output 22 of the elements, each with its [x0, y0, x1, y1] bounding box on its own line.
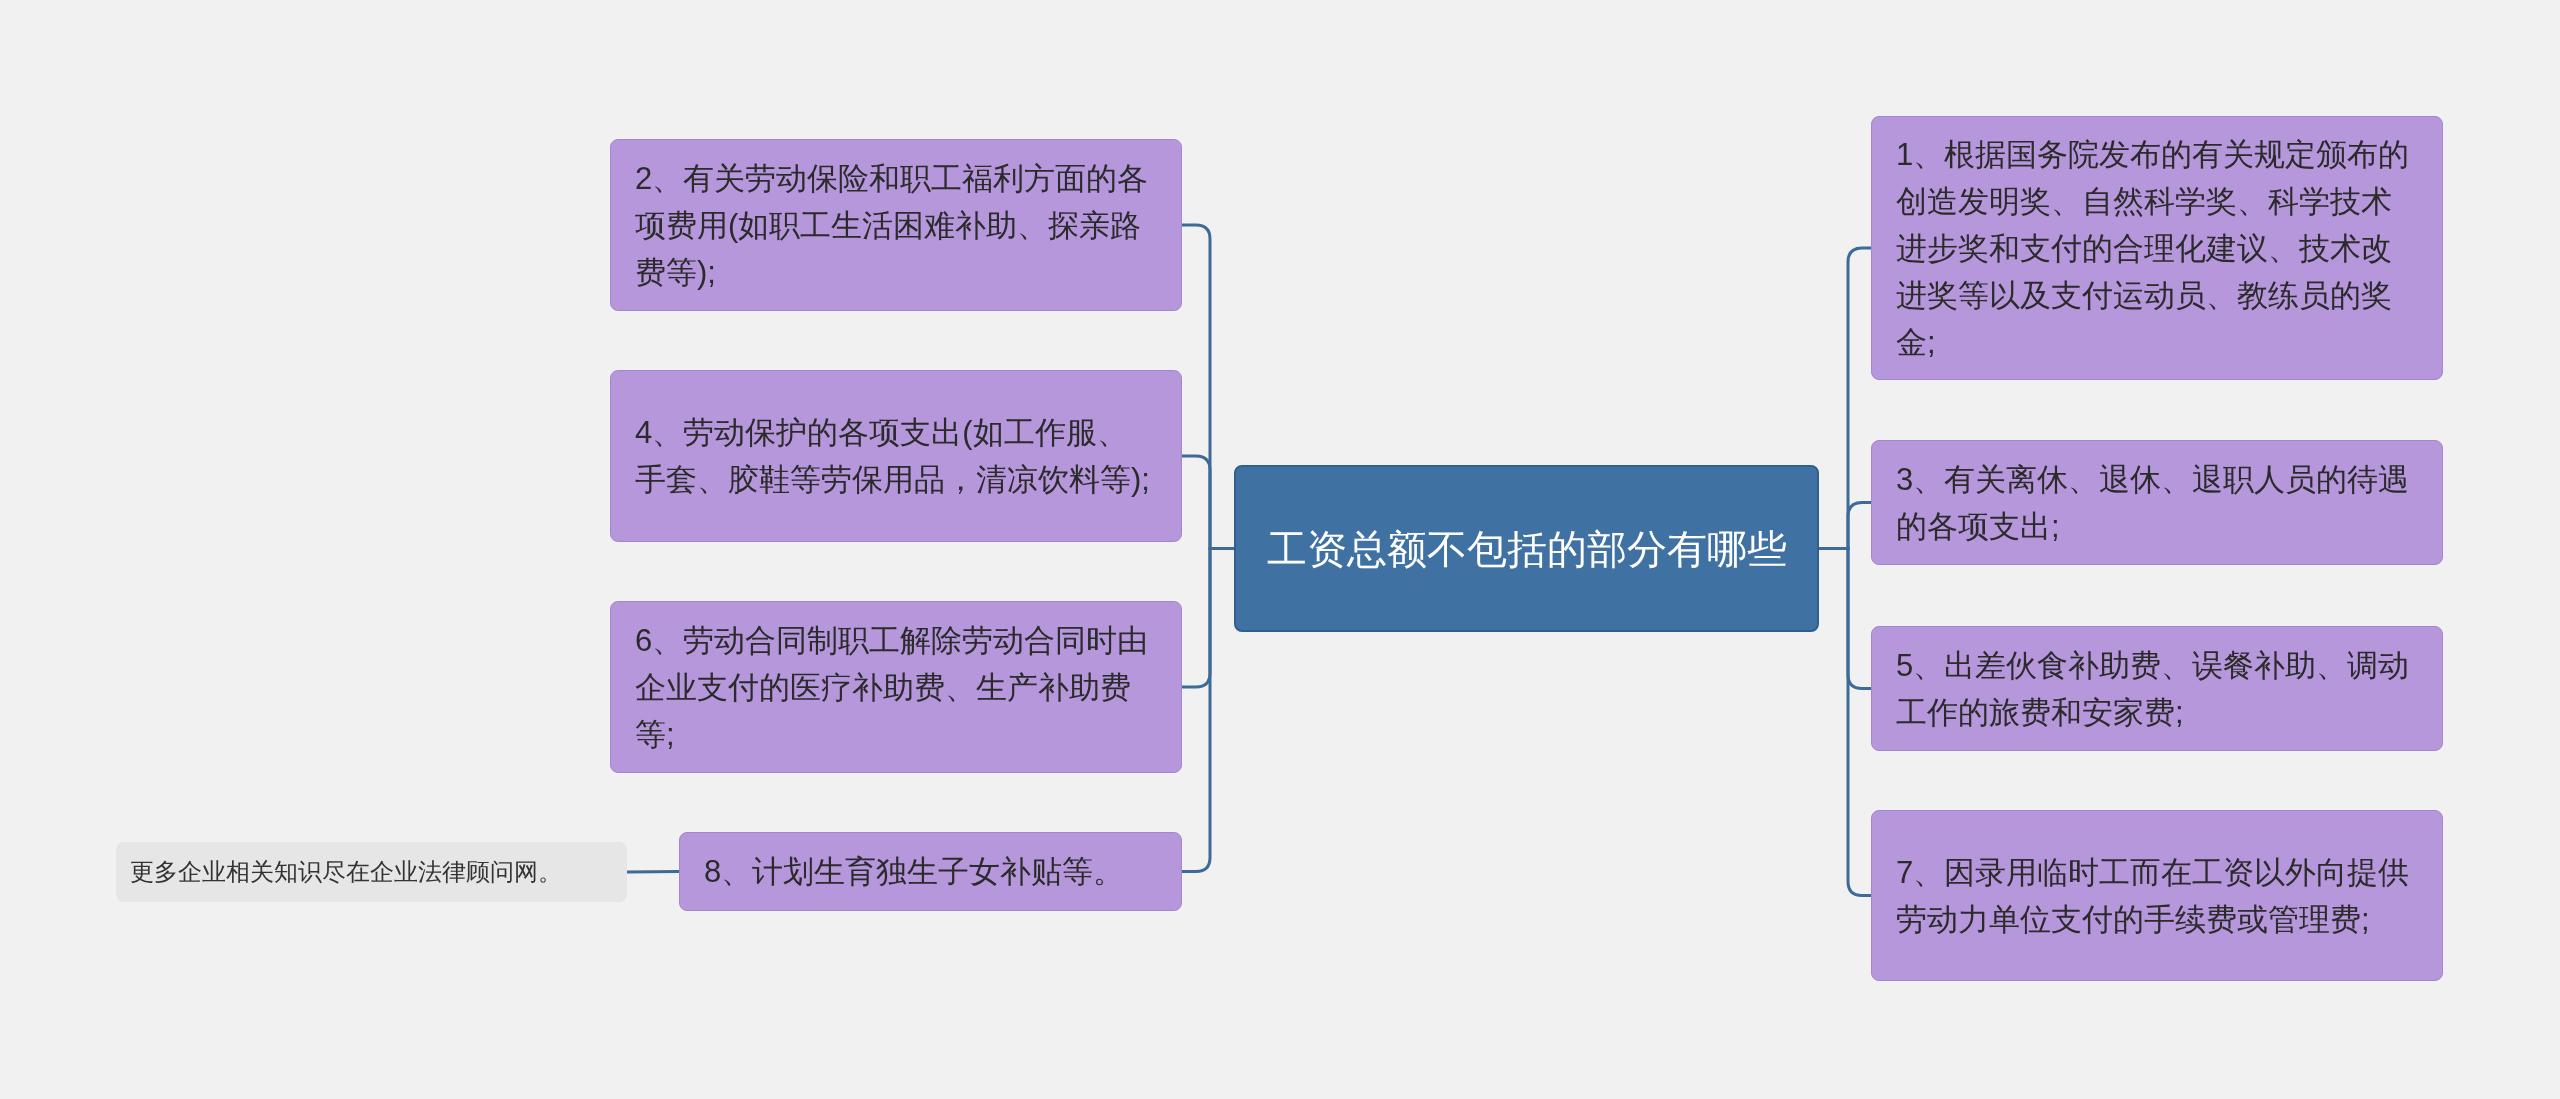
topic-box	[679, 832, 1182, 911]
topic-text: 3、有关离休、退休、退职人员的待遇的各项支出;	[1896, 460, 2411, 546]
topic-box	[1871, 440, 2443, 565]
topic-box	[1871, 810, 2443, 981]
topic-text: 5、出差伙食补助费、误餐补助、调动工作的旅费和安家费;	[1896, 646, 2411, 732]
topic-text: 6、劳动合同制职工解除劳动合同时由企业支付的医疗补助费、生产补助费等;	[635, 621, 1150, 754]
topic-text: 1、根据国务院发布的有关规定颁布的创造发明奖、自然科学奖、科学技术进步奖和支付的合理化建议、技术改进奖等以及支付运动员、教练员的奖金;	[1896, 135, 2411, 362]
topic-text: 工资总额不包括的部分有哪些	[1265, 525, 1788, 573]
topic-text: 2、有关劳动保险和职工福利方面的各项费用(如职工生活困难补助、探亲路费等);	[635, 159, 1150, 292]
topic-box	[1871, 116, 2443, 380]
topic-text: 7、因录用临时工而在工资以外向提供劳动力单位支付的手续费或管理费;	[1896, 853, 2411, 939]
connector-line	[1819, 547, 1871, 897]
topic-box	[610, 139, 1182, 311]
topic-text: 4、劳动保护的各项支出(如工作服、手套、胶鞋等劳保用品，清凉饮料等);	[635, 414, 1151, 499]
topic-text: 更多企业相关知识尽在企业法律顾问网。	[130, 857, 563, 887]
note-box	[116, 842, 627, 902]
connector-line	[627, 870, 679, 874]
central-topic	[1234, 465, 1819, 632]
topic-box	[610, 370, 1182, 542]
topic-text: 8、计划生育独生子女补贴等。	[704, 853, 1126, 891]
topic-box	[610, 601, 1182, 773]
topic-box	[1871, 626, 2443, 751]
